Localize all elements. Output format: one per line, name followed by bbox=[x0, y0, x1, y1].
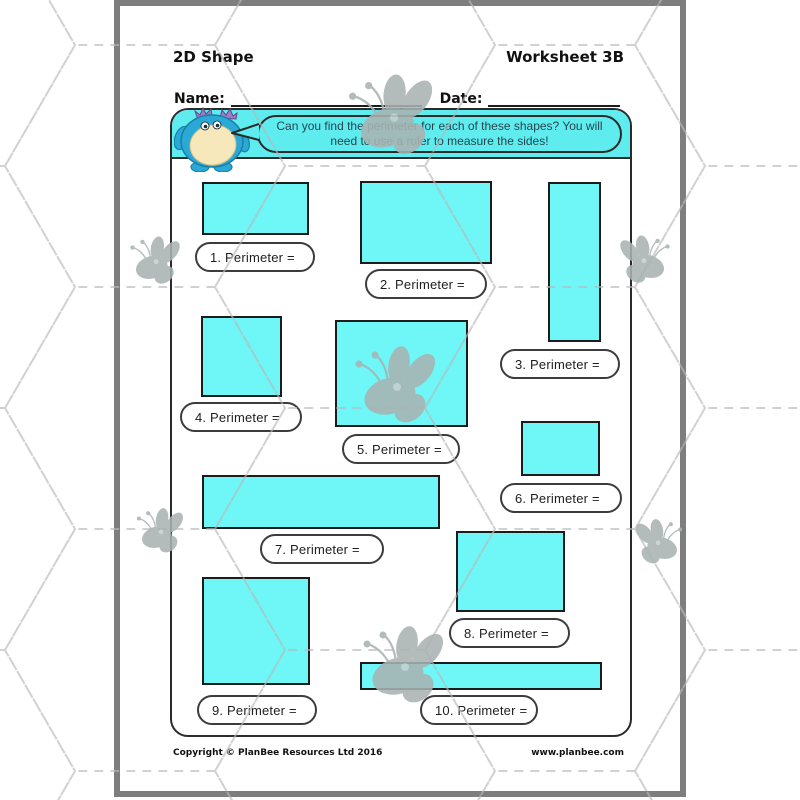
perimeter-answer-label-9: 9. Perimeter = bbox=[197, 695, 317, 725]
perimeter-answer-label-10: 10. Perimeter = bbox=[420, 695, 538, 725]
shape-rect-1 bbox=[202, 182, 309, 235]
shape-rect-9 bbox=[202, 577, 310, 685]
shape-rect-2 bbox=[360, 181, 492, 264]
shape-rect-7 bbox=[202, 475, 440, 529]
content-frame: Can you find the perimeter for each of t… bbox=[170, 106, 632, 737]
hexagon-outline bbox=[0, 649, 77, 800]
date-label: Date: bbox=[439, 91, 483, 107]
perimeter-answer-label-4: 4. Perimeter = bbox=[180, 402, 302, 432]
page-footer: Copyright © PlanBee Resources Ltd 2016 w… bbox=[173, 748, 624, 758]
shape-rect-6 bbox=[521, 421, 600, 476]
shape-rect-3 bbox=[548, 182, 601, 342]
hexagon-outline bbox=[0, 407, 77, 651]
perimeter-answer-label-2: 2. Perimeter = bbox=[365, 269, 487, 299]
perimeter-answer-label-5: 5. Perimeter = bbox=[342, 434, 460, 464]
shape-rect-10 bbox=[360, 662, 602, 690]
worksheet-topic-title: 2D Shape bbox=[173, 48, 254, 66]
perimeter-answer-label-6: 6. Perimeter = bbox=[500, 483, 622, 513]
perimeter-answer-label-1: 1. Perimeter = bbox=[195, 242, 315, 272]
shapes-area: 1. Perimeter = 2. Perimeter = 3. Perimeter… bbox=[172, 110, 630, 735]
shape-rect-5 bbox=[335, 320, 468, 427]
name-date-row: Name: Date: bbox=[174, 90, 620, 107]
copyright-text: Copyright © PlanBee Resources Ltd 2016 bbox=[173, 748, 383, 758]
name-line bbox=[230, 90, 422, 107]
page-header: 2D Shape Worksheet 3B bbox=[173, 48, 624, 66]
hexagon-outline bbox=[0, 165, 77, 409]
date-line bbox=[488, 90, 620, 107]
name-label: Name: bbox=[174, 91, 225, 107]
perimeter-answer-label-7: 7. Perimeter = bbox=[260, 534, 384, 564]
website-text: www.planbee.com bbox=[531, 748, 624, 758]
worksheet-number-title: Worksheet 3B bbox=[506, 48, 624, 66]
hexagon-outline bbox=[0, 0, 77, 167]
perimeter-answer-label-8: 8. Perimeter = bbox=[449, 618, 570, 648]
shape-rect-8 bbox=[456, 531, 565, 612]
shape-rect-4 bbox=[201, 316, 282, 397]
worksheet-page: 2D Shape Worksheet 3B Name: Date: bbox=[114, 0, 686, 797]
perimeter-answer-label-3: 3. Perimeter = bbox=[500, 349, 620, 379]
